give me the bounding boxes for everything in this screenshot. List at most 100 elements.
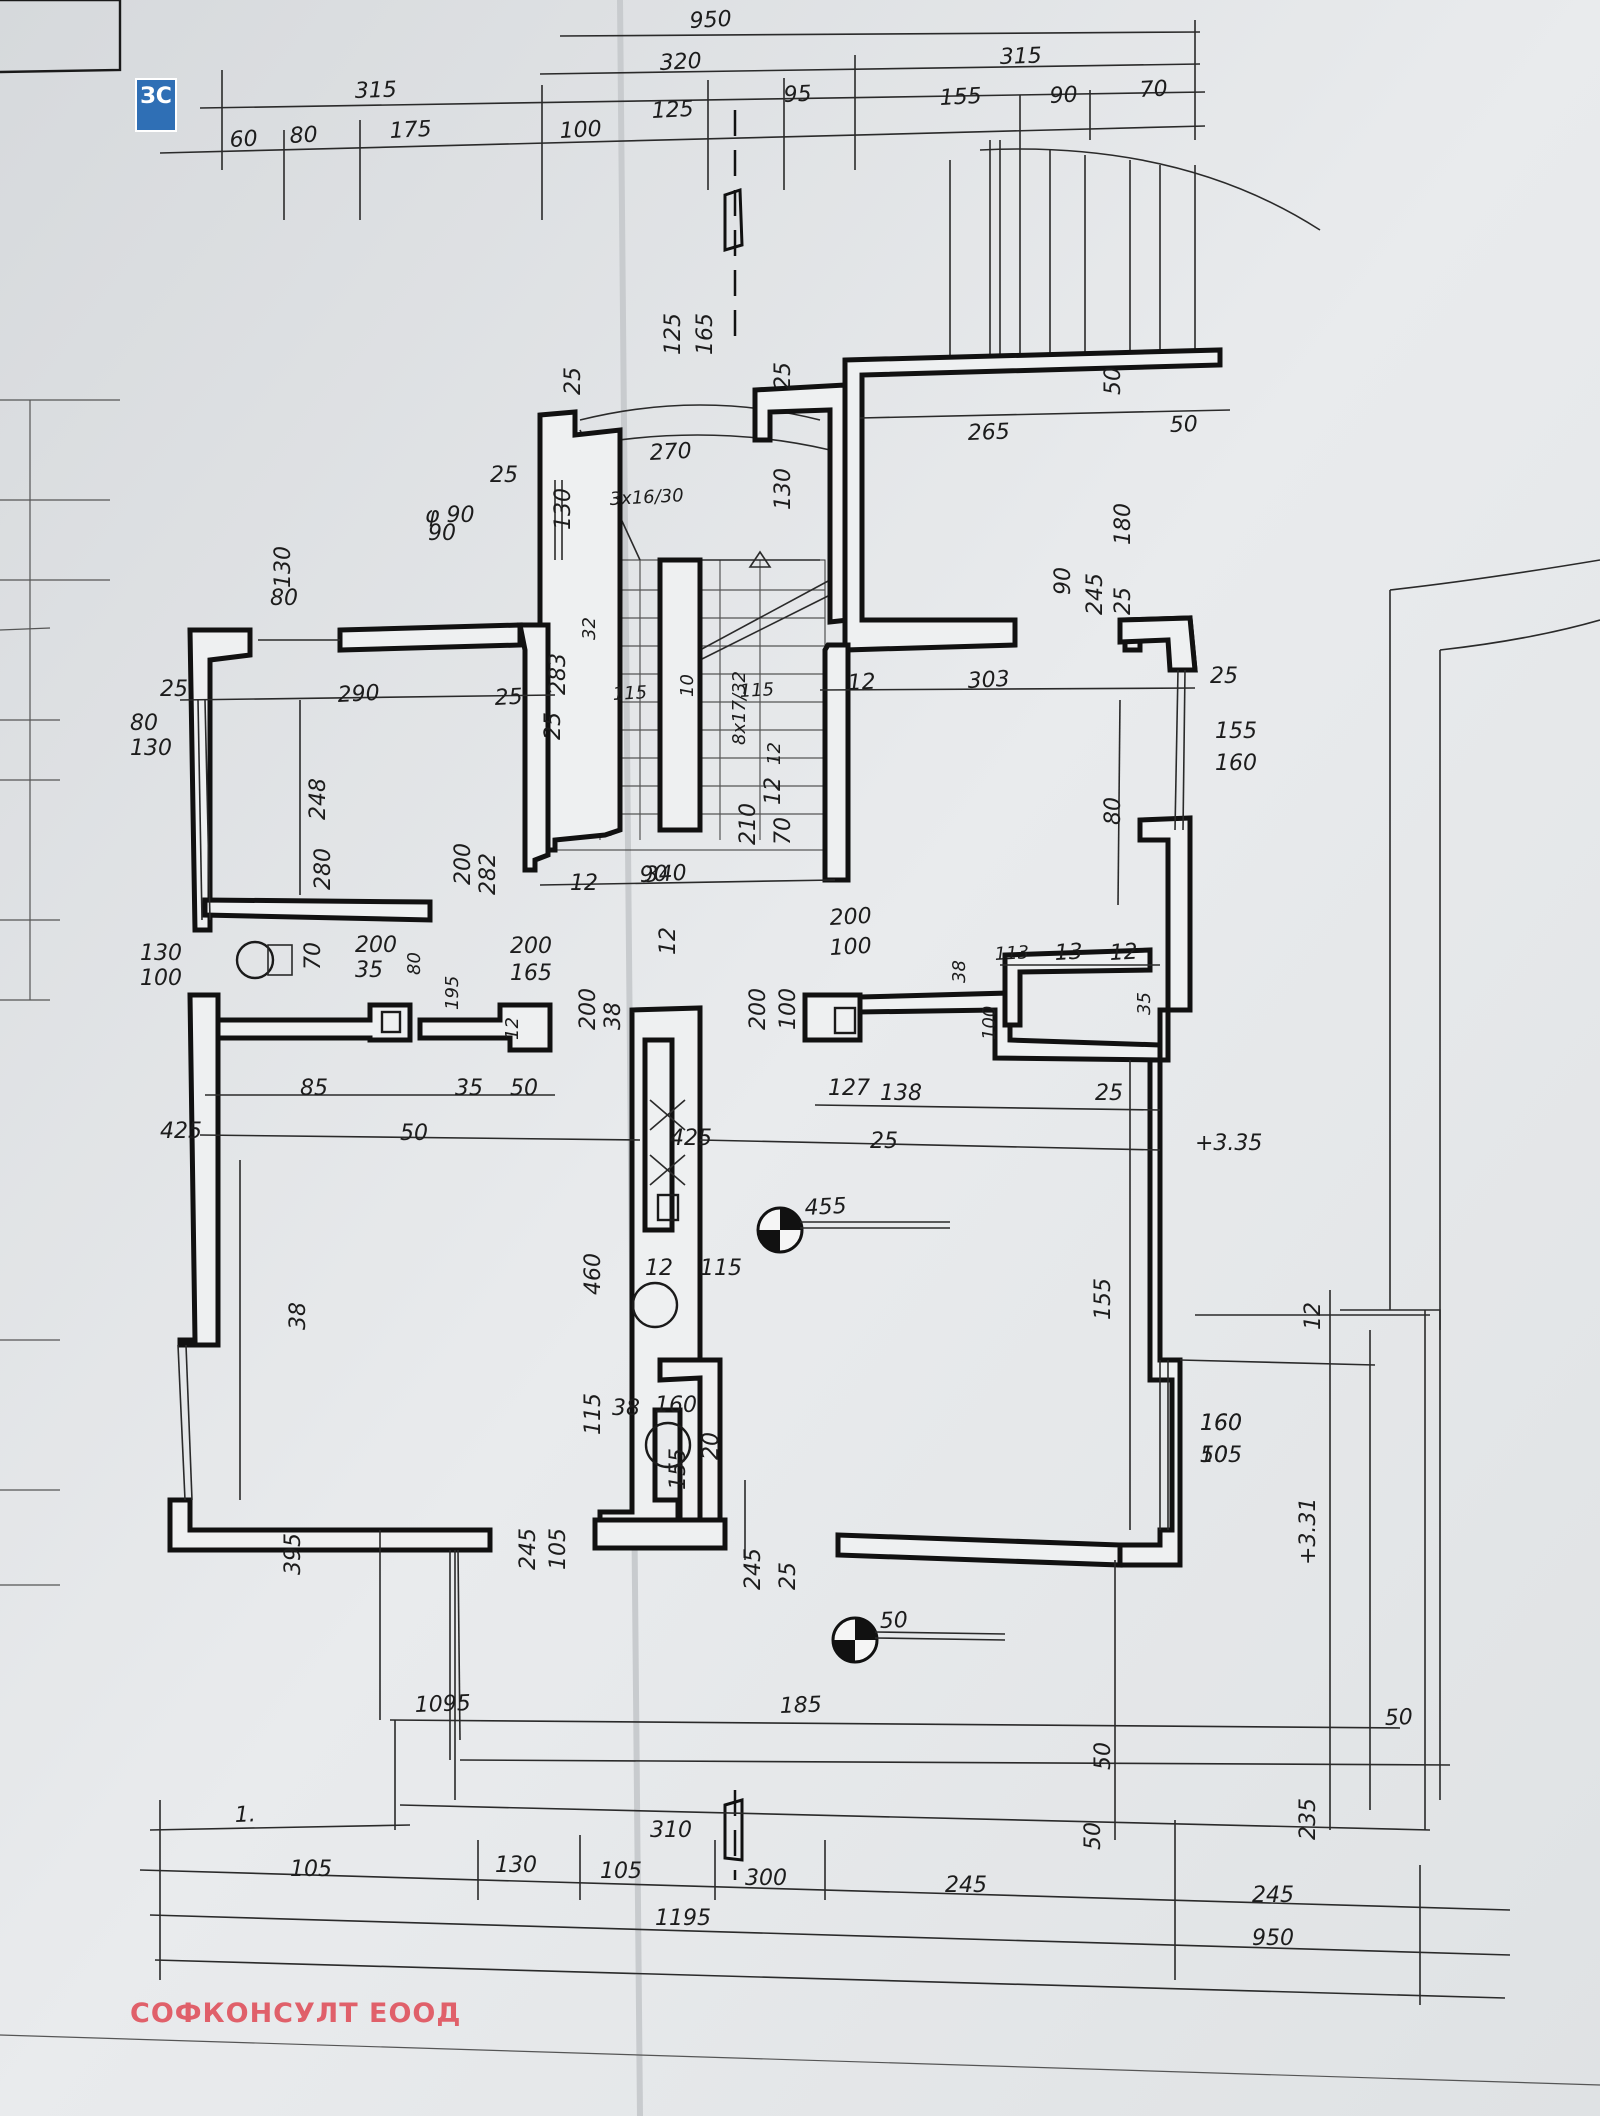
dimension-label: 248	[306, 778, 331, 820]
dimension-label: 200	[355, 933, 397, 958]
dimension-label: 125	[661, 313, 686, 355]
dimension-label: 12	[1301, 1302, 1326, 1330]
dimension-label: 38	[612, 1396, 640, 1421]
dimension-label: 8x17/32	[729, 671, 750, 745]
dimension-label: 50	[1384, 1705, 1413, 1731]
dimension-label: 130	[271, 546, 296, 588]
dimension-label: 12	[570, 871, 598, 896]
dimension-label: 100	[776, 988, 801, 1030]
dimension-label: 12	[847, 670, 876, 696]
dimension-label: 455	[804, 1194, 847, 1221]
dimension-label: 165	[693, 313, 718, 355]
dimension-label: 160	[1200, 1411, 1242, 1436]
dimension-label: 195	[442, 976, 463, 1010]
dimension-label: 25	[494, 685, 523, 711]
dimension-label: 3x16/30	[609, 485, 684, 510]
window-openings	[177, 480, 1186, 1530]
dimension-label: 320	[659, 49, 702, 76]
dimension-label: 303	[967, 667, 1010, 694]
dimension-label: 90	[1051, 567, 1076, 595]
dimension-label: 12	[761, 777, 786, 805]
dimension-label: +3.35	[1195, 1131, 1262, 1156]
dimension-label: 1.	[234, 1802, 256, 1828]
dimension-label: +3.31	[1296, 1498, 1321, 1565]
dimension-label: 200	[829, 904, 872, 931]
dimension-label: 90	[639, 862, 668, 888]
dimension-label: 425	[670, 1126, 712, 1151]
dimension-label: 265	[967, 420, 1010, 446]
dimension-label: 235	[1296, 1798, 1321, 1840]
dimension-label: 200	[510, 934, 552, 959]
dimension-label: 20	[699, 1432, 724, 1460]
dimension-label: 38	[286, 1302, 311, 1330]
dimension-label: 245	[945, 1873, 987, 1898]
dimension-label: 35	[455, 1076, 483, 1101]
dimension-label: 25	[776, 1562, 801, 1590]
dimension-label: 25	[160, 677, 188, 702]
dimension-label: 70	[771, 817, 796, 845]
dimension-label: 425	[160, 1119, 202, 1144]
chimney-and-shafts	[235, 940, 857, 1469]
dimension-label: 100	[979, 1006, 1000, 1040]
dimension-label: 160	[655, 1393, 697, 1418]
dimension-label: 185	[779, 1693, 822, 1719]
dimension-label: 85	[300, 1076, 328, 1101]
dimension-label: 130	[140, 941, 182, 966]
dimension-label: 25	[490, 463, 518, 488]
dimension-label: 13	[1054, 940, 1083, 966]
company-logo: ЗС	[135, 78, 177, 132]
dimension-label: 12	[1109, 940, 1138, 966]
dimension-label: 50	[1169, 412, 1198, 438]
dimension-label: 50	[400, 1121, 428, 1146]
dimension-label: 12	[656, 927, 681, 955]
dimension-label: 25	[541, 712, 566, 740]
dimension-label: 80	[1101, 797, 1126, 825]
dimension-label: 12	[502, 1017, 523, 1040]
dimension-label: 95	[783, 82, 812, 108]
dimension-label: 280	[311, 848, 336, 890]
dimension-label: 25	[1210, 664, 1238, 689]
dimension-label: 70	[1139, 77, 1168, 103]
dimension-label: 115	[612, 682, 647, 705]
dimension-label: 115	[700, 1256, 742, 1281]
dimension-label: 245	[741, 1548, 766, 1590]
dimension-label: 290	[337, 681, 380, 708]
dimension-label: 130	[771, 468, 796, 510]
dimension-label: 70	[301, 942, 326, 970]
dimension-label: 245	[516, 1528, 541, 1570]
dimension-label: 155	[939, 84, 982, 111]
dimension-label: 1195	[655, 1906, 711, 1931]
dimension-label: 245	[1252, 1883, 1294, 1908]
dimension-label: 315	[999, 44, 1042, 70]
company-name: СОФКОНСУЛТ ЕООД	[130, 1998, 462, 2029]
interior-dimension-lines	[0, 399, 1511, 2005]
dimension-label: 138	[880, 1081, 922, 1106]
dimension-label: 950	[1252, 1926, 1294, 1951]
dimension-label: 32	[579, 617, 600, 640]
dimension-label: 282	[476, 853, 501, 895]
dimension-label: 25	[870, 1129, 898, 1154]
dimension-label: 160	[1215, 751, 1257, 776]
dimension-label: 155	[666, 1448, 691, 1490]
dimension-label: 25	[561, 367, 586, 395]
corner-frame	[0, 0, 122, 74]
dimension-label: 125	[651, 97, 694, 124]
dimension-label: 315	[354, 78, 397, 104]
dimension-label: 80	[270, 586, 298, 611]
dimension-label: 130	[495, 1853, 537, 1878]
dimension-label: 38	[949, 960, 970, 983]
dimension-label: 460	[581, 1253, 606, 1295]
entrance-steps	[949, 140, 1600, 1800]
dimension-label: 310	[650, 1818, 692, 1843]
dimension-label: 115	[739, 679, 774, 702]
dimension-label: 300	[745, 1866, 787, 1891]
dimension-label: 35	[1134, 992, 1155, 1015]
dimension-label: 50	[879, 1608, 908, 1634]
dimension-label: 50	[510, 1076, 538, 1101]
dimension-label: 80	[404, 952, 425, 975]
dimension-label: 340	[644, 861, 687, 888]
dimension-label: 12	[764, 742, 785, 765]
